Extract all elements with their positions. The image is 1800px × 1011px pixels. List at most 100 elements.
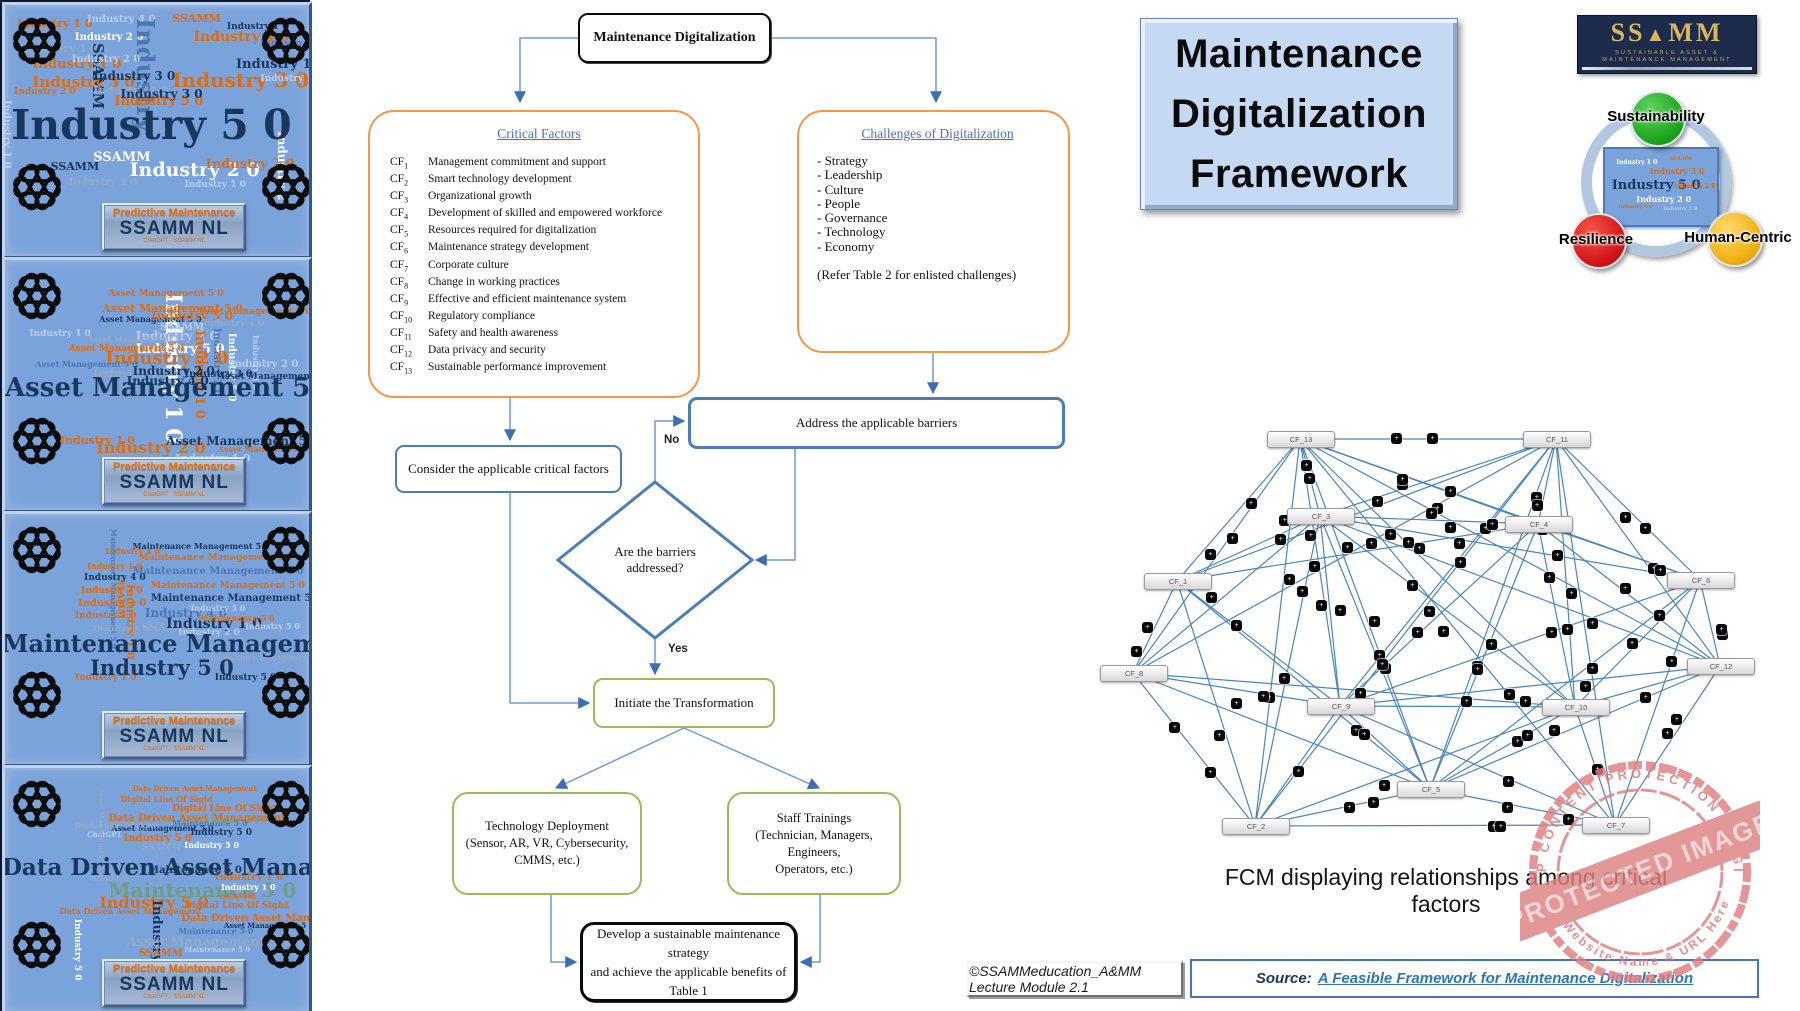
- fcm-edge-weight-marker: +: [1666, 656, 1678, 668]
- panel-footer-line2: SSAMM NL: [119, 974, 229, 995]
- critical-factor-text: Safety and health awareness: [428, 326, 558, 339]
- cloud-word: SSAMM: [138, 947, 183, 959]
- technology-deployment-line: (Sensor, AR, VR, Cybersecurity,: [465, 836, 629, 850]
- openai-logo-icon: [13, 671, 61, 719]
- fcm-edge: [1339, 705, 1431, 790]
- sustainability-label: Sustainability: [1607, 108, 1705, 125]
- fcm-node-CF_4: CF_4: [1505, 516, 1573, 533]
- fcm-edge: [1176, 580, 1431, 790]
- fcm-edge-weight-marker: +: [1412, 626, 1424, 638]
- fcm-edge-weight-marker: +: [1472, 664, 1484, 675]
- challenge-item: - Economy: [817, 238, 875, 254]
- fcm-edge-weight-marker: +: [1305, 530, 1317, 542]
- ssamm-subline2: MAINTENANCE MANAGEMENT: [1602, 57, 1732, 63]
- cloud-title-word: Data Driven Asset Management: [2, 853, 312, 881]
- cloud-word: Asset Management 5 0: [35, 359, 138, 369]
- fcm-edge: [1339, 523, 1539, 707]
- critical-factor-id: CF5: [390, 224, 409, 239]
- cloud-word: Industry 2 0: [129, 158, 260, 181]
- fcm-edge-weight-marker: +: [1502, 802, 1514, 814]
- source-label: Source:: [1255, 970, 1312, 987]
- fcm-edge-weight-marker: +: [1231, 619, 1243, 631]
- fcm-edge-weight-marker: +: [1640, 692, 1652, 704]
- cloud-word: Industry 1 0: [87, 560, 142, 571]
- fcm-edge-weight-marker: +: [1301, 459, 1312, 471]
- cloud-word: Maintenance 5 0: [147, 864, 242, 876]
- fcm-edge-weight-marker: +: [1231, 698, 1242, 710]
- staff-trainings-line: (Technician, Managers, Engineers,: [755, 827, 873, 859]
- develop-strategy-box: Develop a sustainable maintenance strate…: [580, 922, 797, 1002]
- fcm-edge-weight-marker: +: [1245, 498, 1257, 510]
- cloud-word: Asset Management 5 0: [217, 371, 312, 382]
- challenges-title: Challenges of Digitalization: [861, 126, 1014, 141]
- fcm-edge-weight-marker: +: [1620, 511, 1632, 523]
- ssamm-prefix: SS: [1610, 18, 1646, 47]
- openai-logo: [11, 15, 63, 67]
- fcm-edge-weight-marker: +: [1368, 796, 1380, 808]
- fcm-edge-weight-marker: +: [1444, 521, 1456, 533]
- fcm-edge-weight-marker: +: [1503, 689, 1515, 701]
- fcm-node-CF_12: CF_12: [1687, 658, 1755, 675]
- resilience-dot: [1571, 213, 1627, 269]
- cloud-word: Maintenance Management 5 0: [132, 540, 270, 551]
- cloud-title-word: Industry 5 0: [90, 654, 234, 680]
- critical-factor-id: CF7: [390, 258, 409, 273]
- cloud-word: Asset Management 5 0: [87, 334, 190, 344]
- fcm-edge-weight-marker: +: [1275, 534, 1287, 546]
- cloud-word: Industry 3 0: [81, 585, 143, 596]
- cloud-word: Industry 1 0: [226, 21, 289, 32]
- challenges-list: - Strategy- Leadership- Culture- People-…: [817, 153, 1058, 254]
- cloud-word: Asset Management 5 0: [126, 935, 293, 951]
- cloud-word: Industry 1 0: [93, 623, 148, 633]
- fcm-edge: [1299, 437, 1701, 581]
- cloud-word: Industry 4 0: [84, 573, 146, 583]
- challenge-item: - Leadership: [817, 167, 883, 183]
- critical-factor-id: CF3: [390, 190, 409, 205]
- cloud-word: Asset Management 5 0: [223, 920, 312, 930]
- cloud-word: Digital Line Of Sight: [120, 793, 214, 804]
- cloud-word: SSAMM: [172, 11, 221, 25]
- fcm-edge-weight-marker: +: [1562, 623, 1574, 635]
- cloud-word: Industry 5 0: [72, 919, 82, 981]
- cloud-word: Digital Line Of Sight: [184, 901, 289, 912]
- fcm-edge: [1132, 672, 1256, 827]
- cloud-word: Digital Line Of Sight: [172, 803, 277, 814]
- fcm-edge-weight-marker: +: [1548, 724, 1560, 736]
- cloud-word: Maintenance 5 0: [199, 613, 275, 623]
- staff-trainings-line: Operators, etc.): [775, 861, 853, 876]
- fcm-edge: [1132, 580, 1178, 674]
- openai-logo-icon: [262, 780, 309, 827]
- fcm-edge: [1552, 438, 1576, 708]
- fcm-edge-weight-marker: +: [1580, 680, 1592, 692]
- wordcloud-maintenance-management-5-0: Maintenance Management 5 0 Maintenance Ma…: [5, 514, 309, 764]
- critical-factor-text: Change in working practices: [428, 275, 560, 288]
- fcm-edge: [1132, 438, 1557, 674]
- cloud-word: Asset Management 5 0: [111, 823, 214, 834]
- challenges-box: Challenges of Digitalization - Strategy-…: [797, 110, 1070, 353]
- fcm-edge: [1555, 438, 1701, 581]
- critical-factor-id: CF6: [390, 241, 409, 256]
- cloud-word: Maintenance Management 5 0: [150, 593, 312, 604]
- fcm-edge-weight-marker: +: [1438, 626, 1450, 638]
- cloud-word: Industry 1 0: [1616, 158, 1658, 166]
- cloud-word: Industry 5 0: [135, 341, 225, 357]
- critical-factor-text: Data privacy and security: [428, 344, 546, 357]
- fcm-edge-weight-marker: +: [1495, 821, 1507, 833]
- critical-factor-text: Regulatory compliance: [428, 309, 535, 322]
- fcm-edge-weight-marker: +: [1461, 695, 1473, 707]
- develop-strategy-line: and achieve the applicable benefits of T…: [590, 964, 787, 998]
- fcm-edge-weight-marker: +: [1342, 542, 1353, 553]
- fcm-edge-weight-marker: +: [1397, 474, 1408, 486]
- fcm-edge-weight-marker: +: [1587, 617, 1598, 629]
- cloud-word: Maintenance Management 5 0: [205, 653, 311, 662]
- resilience-label: Resilience: [1558, 231, 1634, 248]
- fcm-edge-weight-marker: +: [1309, 561, 1321, 573]
